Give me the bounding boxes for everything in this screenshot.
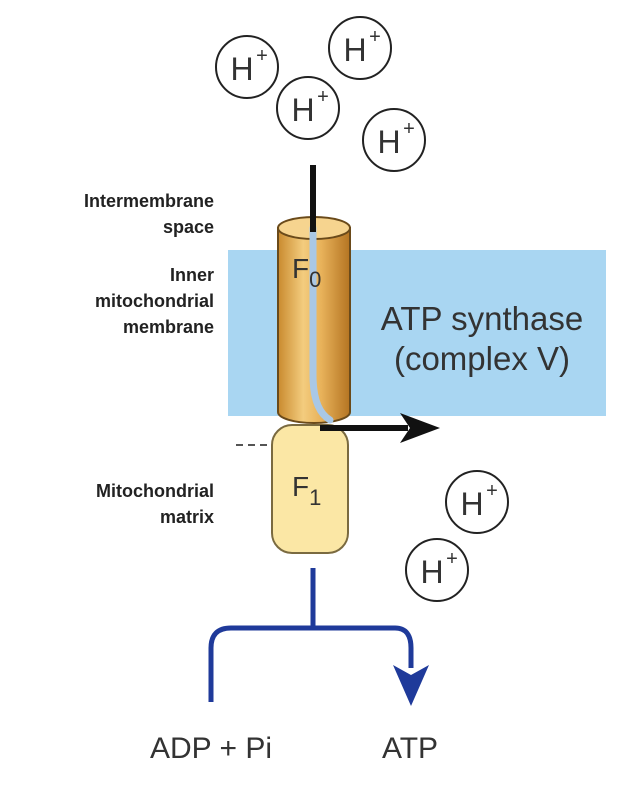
reaction-substrate: ADP + Pi (150, 732, 272, 765)
proton-5: H + (445, 470, 509, 534)
svg-text:H: H (460, 486, 483, 522)
proton-channel (309, 224, 334, 424)
svg-text:H: H (377, 124, 400, 160)
proton-2: H + (328, 16, 392, 80)
reaction-product: ATP (382, 732, 438, 765)
svg-text:+: + (369, 26, 381, 48)
f0-label: F0 (292, 253, 321, 292)
svg-text:H: H (420, 554, 443, 590)
svg-text:H: H (343, 32, 366, 68)
f1-label: F1 (292, 471, 321, 510)
enzyme-name-line1: ATP synthase (381, 300, 583, 337)
f1-subunit (271, 424, 349, 554)
svg-text:+: + (403, 118, 415, 140)
proton-1: H + (215, 35, 279, 99)
svg-text:+: + (446, 548, 458, 570)
svg-text:H: H (230, 51, 253, 87)
proton-3: H + (276, 76, 340, 140)
reaction-arrowhead (393, 665, 429, 706)
enzyme-name-line2: (complex V) (394, 340, 570, 377)
exit-arrow-head (400, 413, 440, 443)
inner-membrane-label: Inner mitochondrial membrane (94, 265, 214, 337)
svg-text:+: + (317, 86, 329, 108)
matrix-label: Mitochondrial matrix (96, 481, 214, 527)
intermembrane-space-label: Intermembrane space (83, 191, 214, 237)
svg-text:+: + (256, 45, 268, 67)
proton-4: H + (362, 108, 426, 172)
svg-text:H: H (291, 92, 314, 128)
reaction-arrow (208, 568, 414, 702)
svg-text:+: + (486, 480, 498, 502)
proton-6: H + (405, 538, 469, 602)
